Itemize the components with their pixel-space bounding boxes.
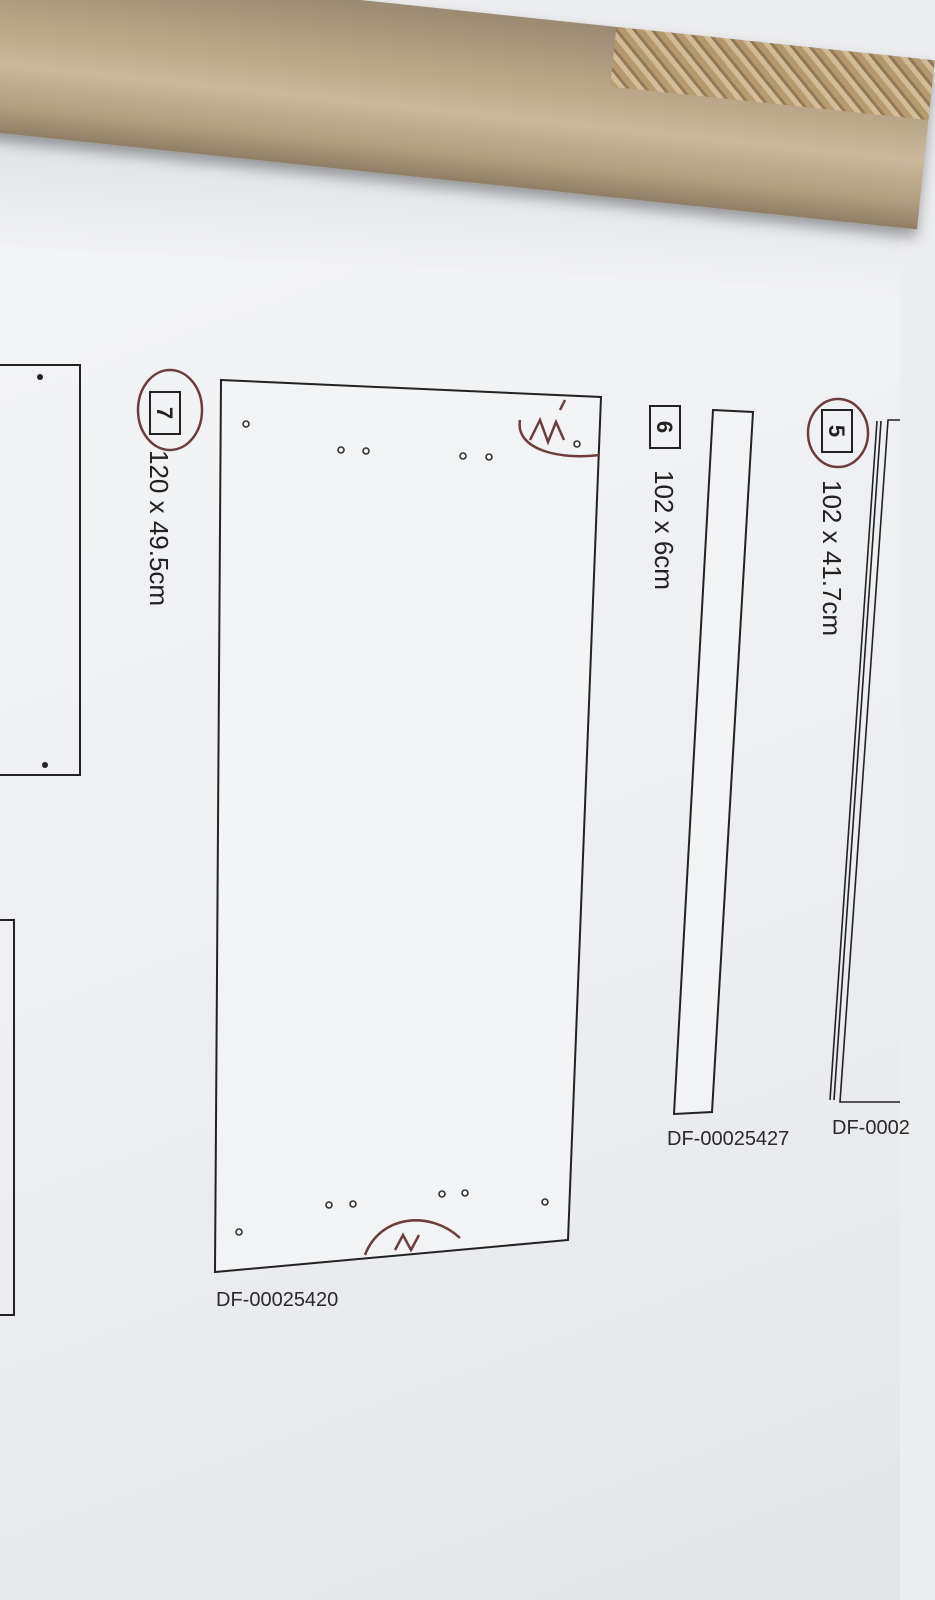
part-5-box [821, 409, 853, 453]
part-5-code: DF-0002 [832, 1117, 910, 1139]
part-7-box [149, 391, 181, 435]
pen-annotation-top [518, 399, 601, 458]
partial-panel-lower-left [0, 919, 15, 1316]
part-6-box [649, 405, 681, 449]
part-7-dimensions: 120 x 49.5cm [144, 450, 174, 606]
part-5-number: 5 [824, 425, 849, 437]
pen-circle-7 [136, 368, 204, 452]
panel-7-holes [235, 420, 581, 1236]
panel-6 [672, 408, 755, 1116]
part-7-number: 7 [152, 407, 177, 419]
part-5-dimensions: 102 x 41.7cm [817, 480, 847, 636]
part-7-code: DF-00025420 [216, 1289, 338, 1311]
partial-panel-left [0, 364, 81, 776]
part-6-dimensions: 102 x 6cm [649, 470, 679, 590]
panel-7 [213, 378, 603, 1274]
hole [42, 762, 48, 768]
hole [37, 374, 43, 380]
part-6-code: DF-00025427 [667, 1128, 789, 1150]
assembly-diagram: 7 120 x 49.5cm DF-00025420 6 102 x 6cm D… [0, 364, 910, 1316]
pen-circle-5 [806, 397, 870, 469]
panel-5 [829, 419, 900, 1103]
part-6-number: 6 [652, 421, 677, 433]
pen-annotation-bottom [363, 1219, 461, 1256]
